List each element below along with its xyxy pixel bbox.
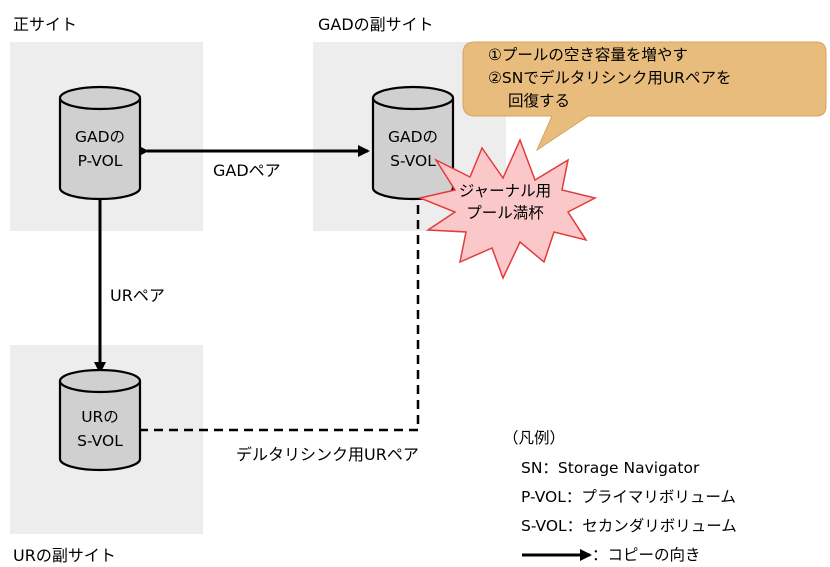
gad-pair-label: GADペア: [213, 161, 281, 180]
gad-pvol-label-line2: P-VOL: [78, 152, 123, 170]
burst-line1: ジャーナル用: [459, 182, 551, 200]
delta-resync-pair-line: [140, 190, 420, 432]
gad-svol-label-line1: GADの: [388, 128, 438, 146]
ur-secondary-site-label: URの副サイト: [13, 546, 116, 565]
legend-arrow-text: ：コピーの向き: [592, 546, 701, 564]
gad-svol-label-line2: S-VOL: [390, 152, 436, 170]
callout-bubble: ①プールの空き容量を増やす ②SNでデルタリシンク用URペアを 回復する: [462, 41, 827, 152]
primary-site-label: 正サイト: [13, 15, 77, 34]
legend-svol: S-VOL：セカンダリボリューム: [521, 517, 737, 535]
gad-pvol-label-line1: GADの: [75, 128, 125, 146]
legend-pvol: P-VOL：プライマリボリューム: [521, 488, 736, 506]
journal-pool-full-burst: ジャーナル用 プール満杯: [417, 138, 598, 280]
callout-line3: 回復する: [508, 92, 570, 110]
delta-resync-pair-label: デルタリシンク用URペア: [236, 445, 419, 464]
callout-line2: ②SNでデルタリシンク用URペアを: [488, 68, 731, 87]
gad-secondary-site-label: GADの副サイト: [318, 15, 434, 34]
callout-line1: ①プールの空き容量を増やす: [488, 46, 688, 64]
gad-svol-cylinder: GADの S-VOL: [371, 85, 455, 201]
ur-svol-label-line1: URの: [81, 408, 119, 426]
ur-svol-label-line2: S-VOL: [77, 432, 123, 450]
ur-svol-cylinder: URの S-VOL: [58, 368, 142, 472]
legend-title: （凡例）: [503, 429, 565, 447]
legend: （凡例） SN：Storage Navigator P-VOL：プライマリボリュ…: [503, 429, 737, 564]
burst-line2: プール満杯: [466, 204, 544, 222]
ur-pair-label: URペア: [110, 286, 165, 305]
gad-pvol-cylinder: GADの P-VOL: [58, 85, 142, 201]
legend-sn: SN：Storage Navigator: [521, 459, 700, 477]
